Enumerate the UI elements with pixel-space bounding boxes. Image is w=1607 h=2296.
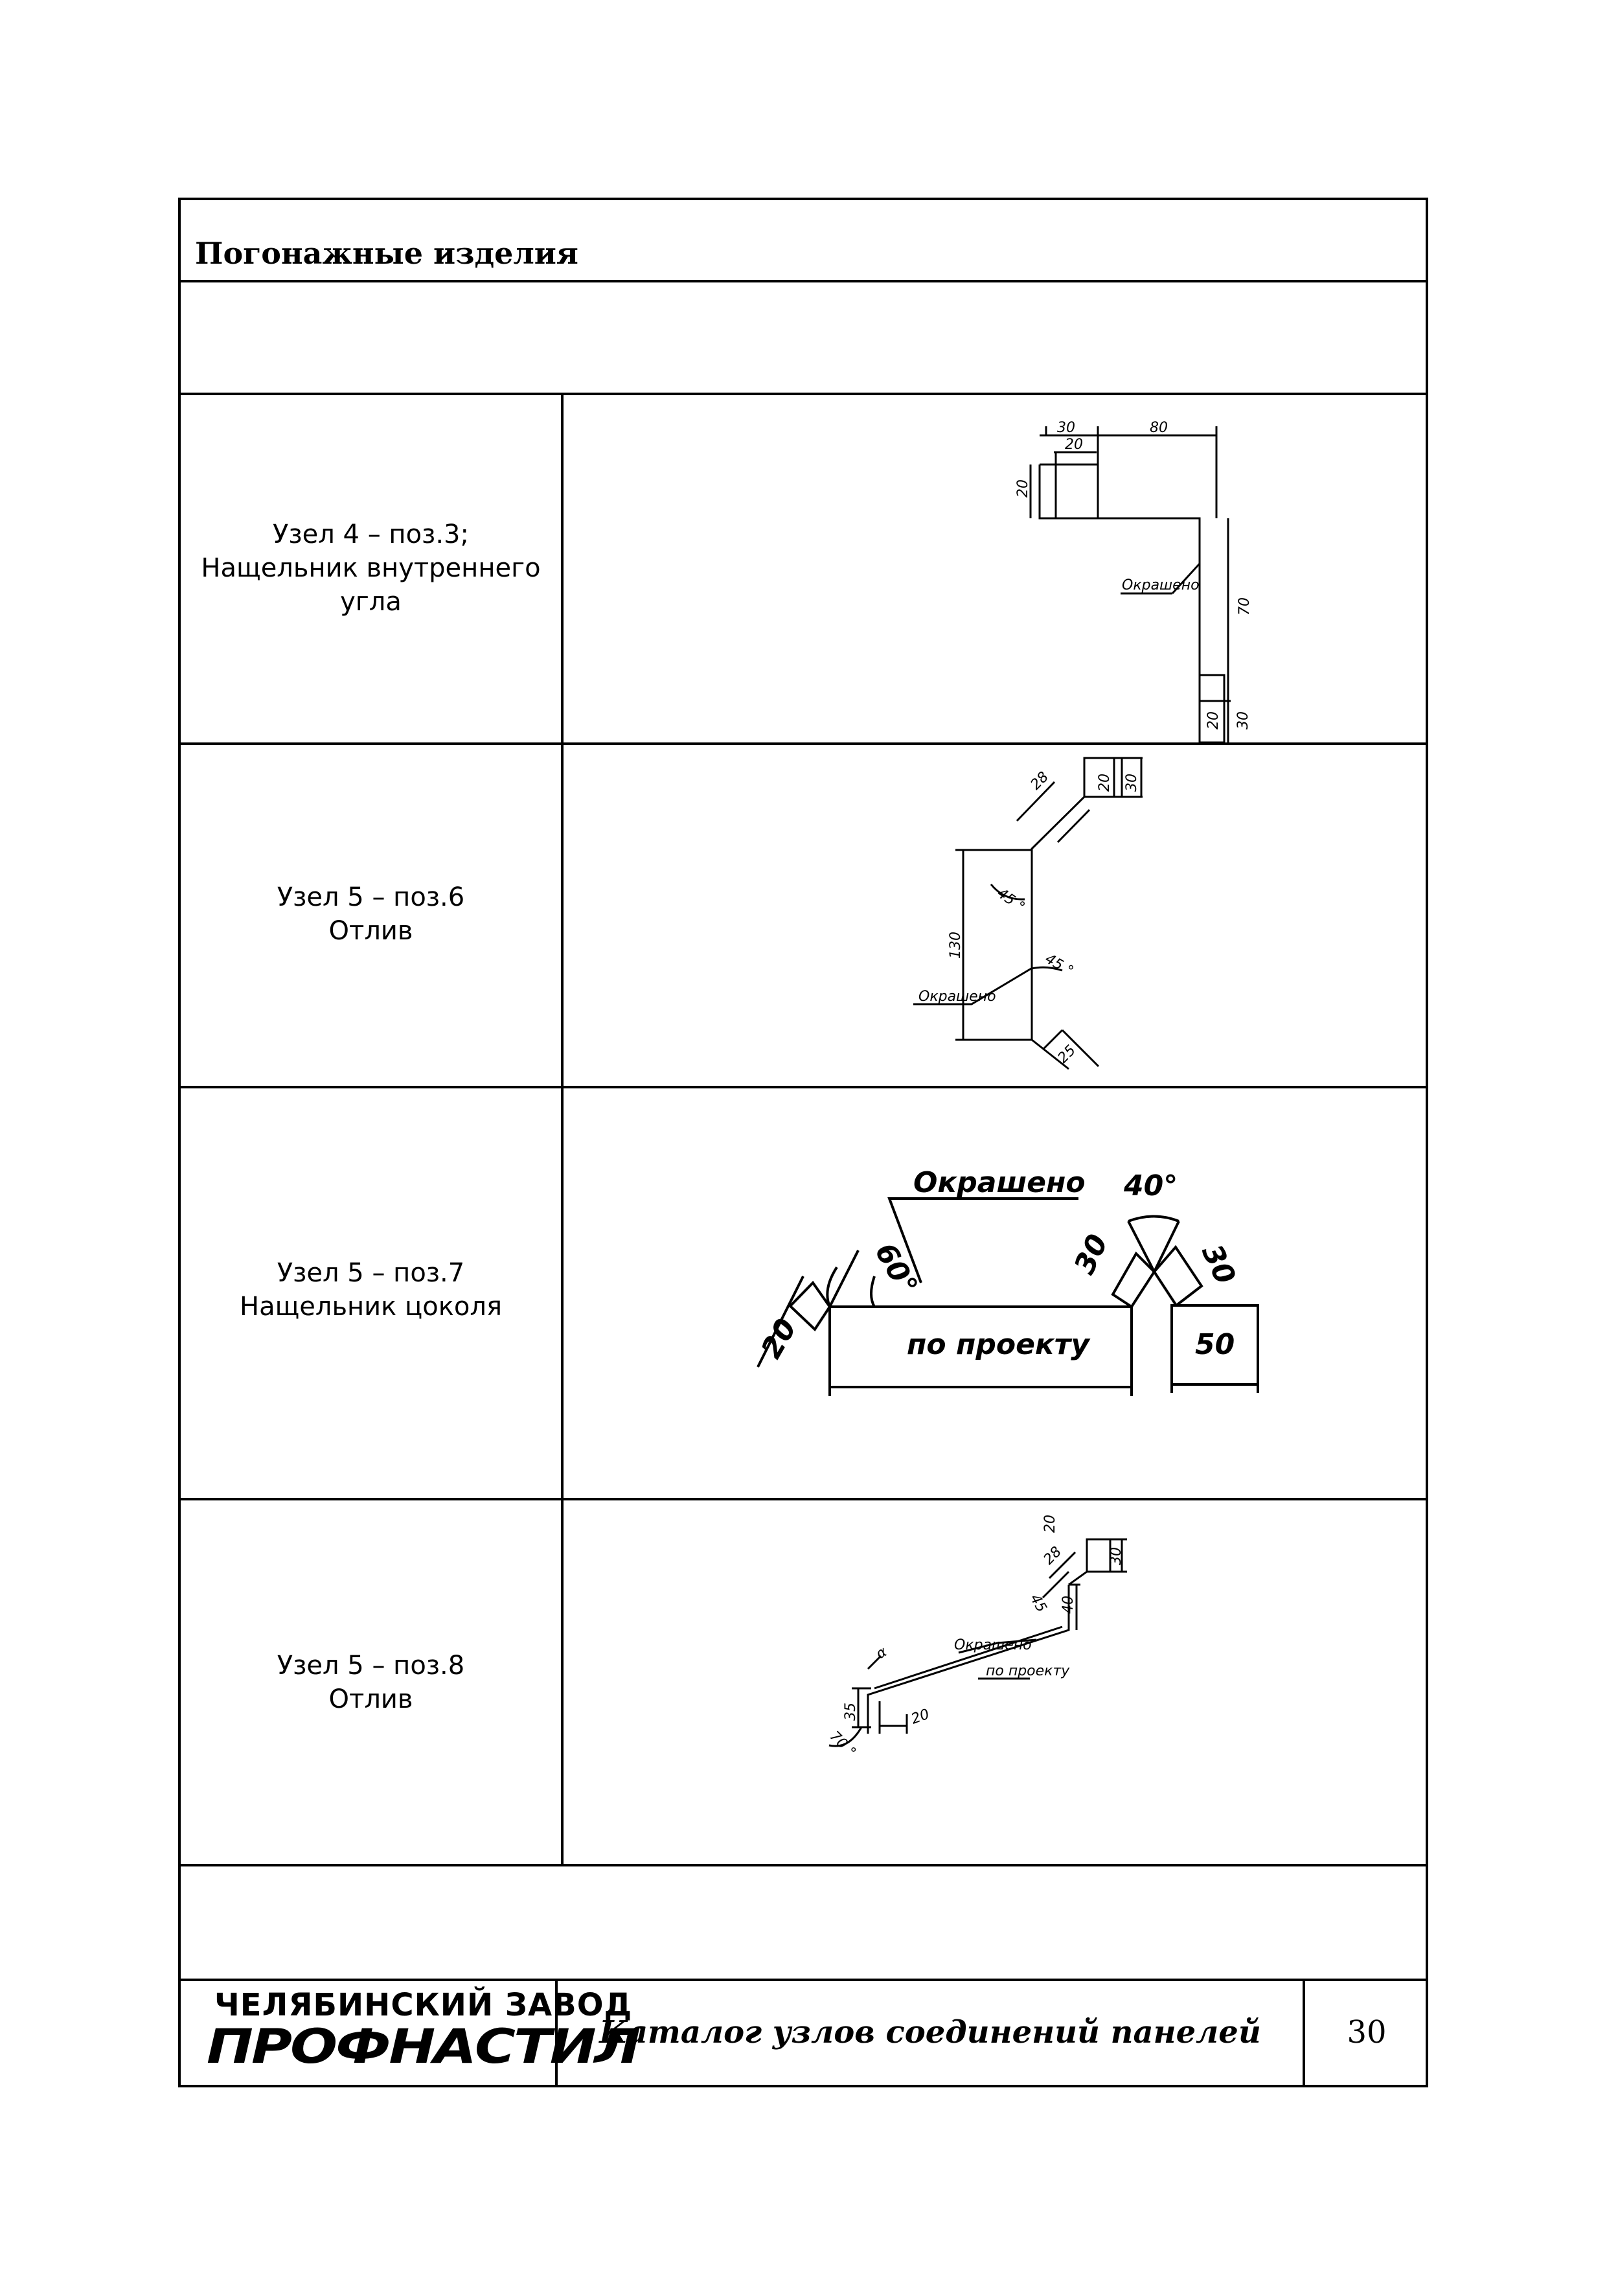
angle-45: 45 ° (994, 885, 1028, 915)
row-label: Узел 5 – поз.7 Нащельник цоколя (240, 1258, 502, 1322)
drawing-drip-flashing: 28 20 30 130 45 ° 45 ° 25 Окрашено (564, 745, 1426, 1086)
by-project-label: по проекту (907, 1328, 1091, 1361)
column-divider (561, 393, 564, 1864)
paint-note: Окрашено (1122, 577, 1200, 593)
column-divider (555, 1979, 558, 2087)
divider (181, 393, 1426, 395)
dim-80: 80 (1150, 420, 1168, 436)
dim-40: 40 (1060, 1596, 1077, 1614)
angle-45: 45 ° (1042, 951, 1076, 980)
dim-20: 20 (1097, 774, 1113, 792)
paint-note: Окрашено (954, 1637, 1032, 1653)
dim-70: 70 (1237, 597, 1253, 615)
dim-20: 20 (1205, 711, 1222, 729)
divider (181, 1086, 1426, 1088)
angle-40: 40° (1123, 1169, 1178, 1202)
row-label: Узел 4 – поз.3; Нащельник внутреннего уг… (201, 520, 541, 617)
logo-text: ЧЕЛЯБИНСКИЙ ЗАВОД (214, 1987, 633, 2023)
dim-28: 28 (1041, 1544, 1065, 1568)
dim-30: 30 (1195, 1239, 1242, 1289)
dim-30: 30 (1235, 711, 1251, 729)
row-label: Узел 5 – поз.6 Отлив (277, 882, 465, 946)
dim-20: 20 (1015, 479, 1031, 498)
logo-brand: ПРОФНАСТИЛ (207, 2019, 641, 2074)
paint-note: Окрашено (918, 989, 996, 1005)
divider (181, 1864, 1426, 1866)
dim-25: 25 (1055, 1042, 1079, 1066)
paint-note: Окрашено (913, 1166, 1086, 1199)
row-label: Узел 5 – поз.8 Отлив (277, 1651, 465, 1714)
angle-60: 60° (868, 1237, 924, 1301)
drawing-plinth-flashing: Окрашено 40° 60° 30 30 20 по проекту 50 (564, 1088, 1426, 1498)
dim-35: 35 (843, 1703, 859, 1721)
dim-20: 20 (1065, 437, 1083, 453)
column-divider (1303, 1979, 1305, 2087)
page-frame: Погонажные изделия Узел 4 – поз.3; Нащел… (178, 198, 1428, 2087)
divider (181, 1498, 1426, 1500)
divider (181, 742, 1426, 745)
page-number: 30 (1347, 2014, 1387, 2050)
dim-50: 50 (1195, 1328, 1235, 1361)
dim-30: 30 (1068, 1230, 1115, 1280)
dim-20: 20 (1042, 1515, 1058, 1533)
page-title: Погонажные изделия (195, 236, 578, 271)
dim-30: 30 (1057, 420, 1075, 436)
divider (181, 280, 1426, 282)
drawing-inner-corner-flashing: 30 80 20 20 70 20 30 Окрашено (564, 395, 1426, 742)
dim-20: 20 (909, 1706, 932, 1728)
catalog-title: Каталог узлов соединений панелей (599, 2014, 1261, 2050)
angle-70: 70 ° (826, 1728, 859, 1761)
divider (181, 1979, 1426, 1981)
dim-30: 30 (1108, 1547, 1124, 1565)
dim-130: 130 (948, 932, 964, 959)
dim-30: 30 (1124, 774, 1140, 792)
by-project-label: по проекту (986, 1663, 1070, 1679)
drawing-drip-flashing-2: 20 30 28 45 40 Окрашено α по проекту 35 … (564, 1500, 1426, 1864)
